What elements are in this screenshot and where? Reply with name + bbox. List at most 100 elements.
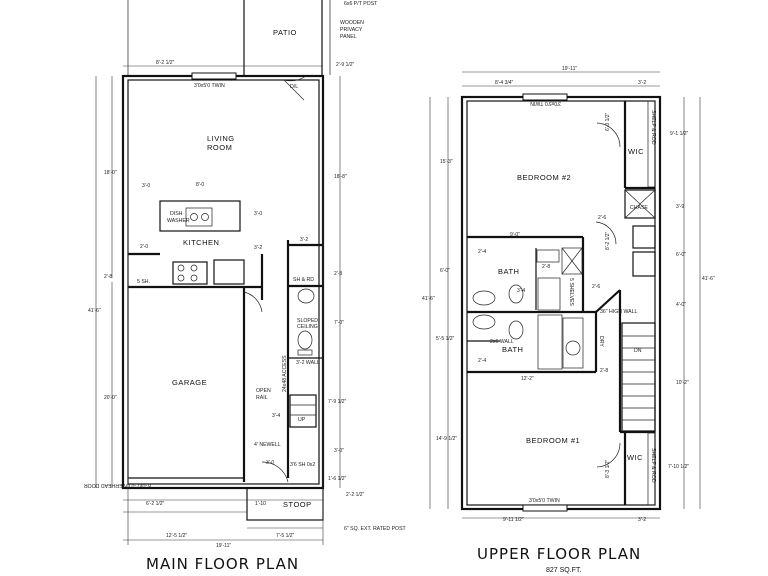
- newell-note: 4' NEWELL: [254, 442, 281, 448]
- upper-dim-right-c: 6'-0": [676, 252, 686, 258]
- dryer-note: DRY: [598, 336, 604, 347]
- main-dim-door-a: 3'-0: [266, 460, 274, 466]
- upper-floor-title: UPPER FLOOR PLAN: [477, 545, 641, 563]
- main-dim-bot-a: 6'-2 1/2": [146, 501, 165, 507]
- bath-lower-label: BATH: [502, 345, 523, 354]
- bath-upper-label: BATH: [498, 267, 519, 276]
- upper-window-bottom-note: 3'0x5'0 TWIN: [529, 498, 560, 504]
- shelf-rod-top-note: SHELF & ROD: [650, 110, 656, 145]
- upper-dim-right-f: 7'-10 1/2": [668, 464, 689, 470]
- sloped-ceiling-note-1: SLOPED: [297, 318, 318, 324]
- upper-dim-mid-a: 12'-2": [521, 376, 534, 382]
- wic-bottom-label: WIC: [627, 453, 643, 462]
- upper-dim-left-c: 5'-5 1/2": [436, 336, 455, 342]
- wall-2x6-note: 2x6 WALL: [490, 339, 514, 345]
- chase-note: CHASE: [630, 205, 648, 211]
- shelf-rod-bottom-note: SHELF & ROD: [650, 448, 656, 483]
- access-note: 24x48 ACCESS: [282, 355, 288, 392]
- rated-post-note: 6" SQ. EXT. RATED POST: [344, 526, 407, 532]
- living-room-label-1: LIVING: [207, 134, 235, 143]
- stoop-label: STOOP: [283, 500, 312, 509]
- main-dim-island-c: 3'-0: [254, 211, 262, 217]
- upper-dim-right-total: 41'-6": [702, 276, 715, 282]
- main-dim-top-a: 8'-2 1/2": [156, 60, 175, 66]
- open-rail-note-1: OPEN: [256, 388, 271, 394]
- entry-door-note: 3'6 SH 0x2: [290, 462, 315, 468]
- shelves-note: 5 SHELVES: [568, 278, 574, 306]
- main-dim-right-g: 1'-6 1/2": [328, 476, 347, 482]
- sh-rd-note: SH & RD: [293, 277, 314, 283]
- main-dim-bot-total: 19'-11": [216, 543, 231, 549]
- upper-dim-top-a: 8'-4 3/4": [495, 80, 514, 86]
- upper-dim-right-a: 9'-1 1/2": [670, 131, 689, 137]
- upper-dim-left-b: 6'-0": [440, 268, 450, 274]
- main-dim-top-b: 2'-9 1/2": [336, 62, 355, 68]
- dl-note: D/L: [290, 84, 298, 90]
- dn-note: DN: [634, 348, 642, 354]
- bedroom2-label: BEDROOM #2: [517, 173, 571, 182]
- upper-dim-v-c: 8'-3 1/2": [605, 459, 611, 478]
- main-dim-island-d: 3'-2: [254, 245, 262, 251]
- upper-dim-w-c: 2'-8: [600, 368, 608, 374]
- bedroom1-label: BEDROOM #1: [526, 436, 580, 445]
- upper-dim-bot-b: 3'-2: [638, 517, 646, 523]
- upper-dim-left-total: 41'-6": [422, 296, 435, 302]
- upper-dim-bath-e: 2'-4: [478, 358, 486, 364]
- privacy-panel-note-2: PRIVACY: [340, 27, 363, 33]
- privacy-panel-note-1: WOODEN: [340, 20, 364, 26]
- patio-label: PATIO: [273, 28, 297, 37]
- upper-dim-bath-a: 9'-0": [510, 232, 520, 238]
- main-floor-plan: [95, 0, 341, 545]
- main-dim-bot-d: 7'-5 1/2": [276, 533, 295, 539]
- main-window-note: 3'0x5'0 TWIN: [194, 83, 225, 89]
- main-dim-right-e: 7'-9 1/2": [328, 399, 347, 405]
- upper-dim-right-e: 10'-2": [676, 380, 689, 386]
- upper-dim-bot-a: 9'-11 1/2": [503, 517, 524, 523]
- privacy-panel-note-3: PANEL: [340, 34, 357, 40]
- shelf-note: 5 SH.: [137, 279, 150, 285]
- living-room-label-2: ROOM: [207, 143, 232, 152]
- upper-floor-area: 827 SQ.FT.: [546, 567, 581, 574]
- upper-dim-v-b: 8'-2 1/2": [605, 231, 611, 250]
- high-wall-note: 36" HIGH WALL: [600, 309, 638, 315]
- main-dim-bot-c: 12'-5 1/2": [166, 533, 187, 539]
- upper-dim-right-d: 4'-0": [676, 302, 686, 308]
- main-dim-right-f: 3'-0": [334, 448, 344, 454]
- wic-top-label: WIC: [628, 147, 644, 156]
- main-dim-right-d: 7'-0": [334, 320, 344, 326]
- upper-dim-top-total: 19'-11": [562, 66, 577, 72]
- upper-floor-plan: [429, 71, 701, 519]
- sloped-ceiling-note-2: CEILING: [297, 324, 318, 330]
- upper-dim-bath-d: 3'-4: [517, 288, 525, 294]
- main-dim-stair-a: 3'-4: [272, 413, 280, 419]
- upper-dim-left-d: 14'-9 1/2": [436, 436, 457, 442]
- main-dim-k-a: 2'-0: [140, 244, 148, 250]
- upper-dim-bath-b: 2'-4: [478, 249, 486, 255]
- upper-dim-v-a: 6'-3 1/2": [605, 112, 611, 131]
- upper-window-top-note: 3'0x5'0 TWIN: [530, 100, 561, 106]
- main-dim-left-total: 41'-6": [88, 308, 101, 314]
- main-dim-left-upper: 18'-0": [104, 170, 117, 176]
- main-dim-right-a: 18'-8": [334, 174, 347, 180]
- main-dim-island-a: 3'-0: [142, 183, 150, 189]
- dishwasher-note-2: WASHER: [167, 218, 190, 224]
- garage-label: GARAGE: [172, 378, 207, 387]
- main-dim-right-b: 3'-2: [300, 237, 308, 243]
- up-note: UP: [298, 417, 306, 423]
- main-dim-left-mid: 2'-8: [104, 274, 112, 280]
- garage-door-note: 8'-0x7'-0 OVERHEAD DOOR: [84, 482, 151, 488]
- main-dim-right-c: 2'-8: [334, 271, 342, 277]
- wall-note: 3'-2 WALL: [296, 360, 320, 366]
- main-dim-right-h: 2'-2 1/2": [346, 492, 365, 498]
- main-floor-title: MAIN FLOOR PLAN: [146, 555, 299, 573]
- main-dim-island-b: 8'-0: [196, 182, 204, 188]
- post-note: 6x6 P/T POST: [344, 1, 378, 7]
- upper-dim-right-b: 3'-9: [676, 204, 684, 210]
- kitchen-label: KITCHEN: [183, 238, 219, 247]
- open-rail-note-2: RAIL: [256, 395, 268, 401]
- upper-dim-w-a: 2'-6: [598, 215, 606, 221]
- upper-dim-bath-c: 2'-8: [542, 264, 550, 270]
- upper-dim-top-b: 3'-2: [638, 80, 646, 86]
- upper-dim-w-b: 2'-6: [592, 284, 600, 290]
